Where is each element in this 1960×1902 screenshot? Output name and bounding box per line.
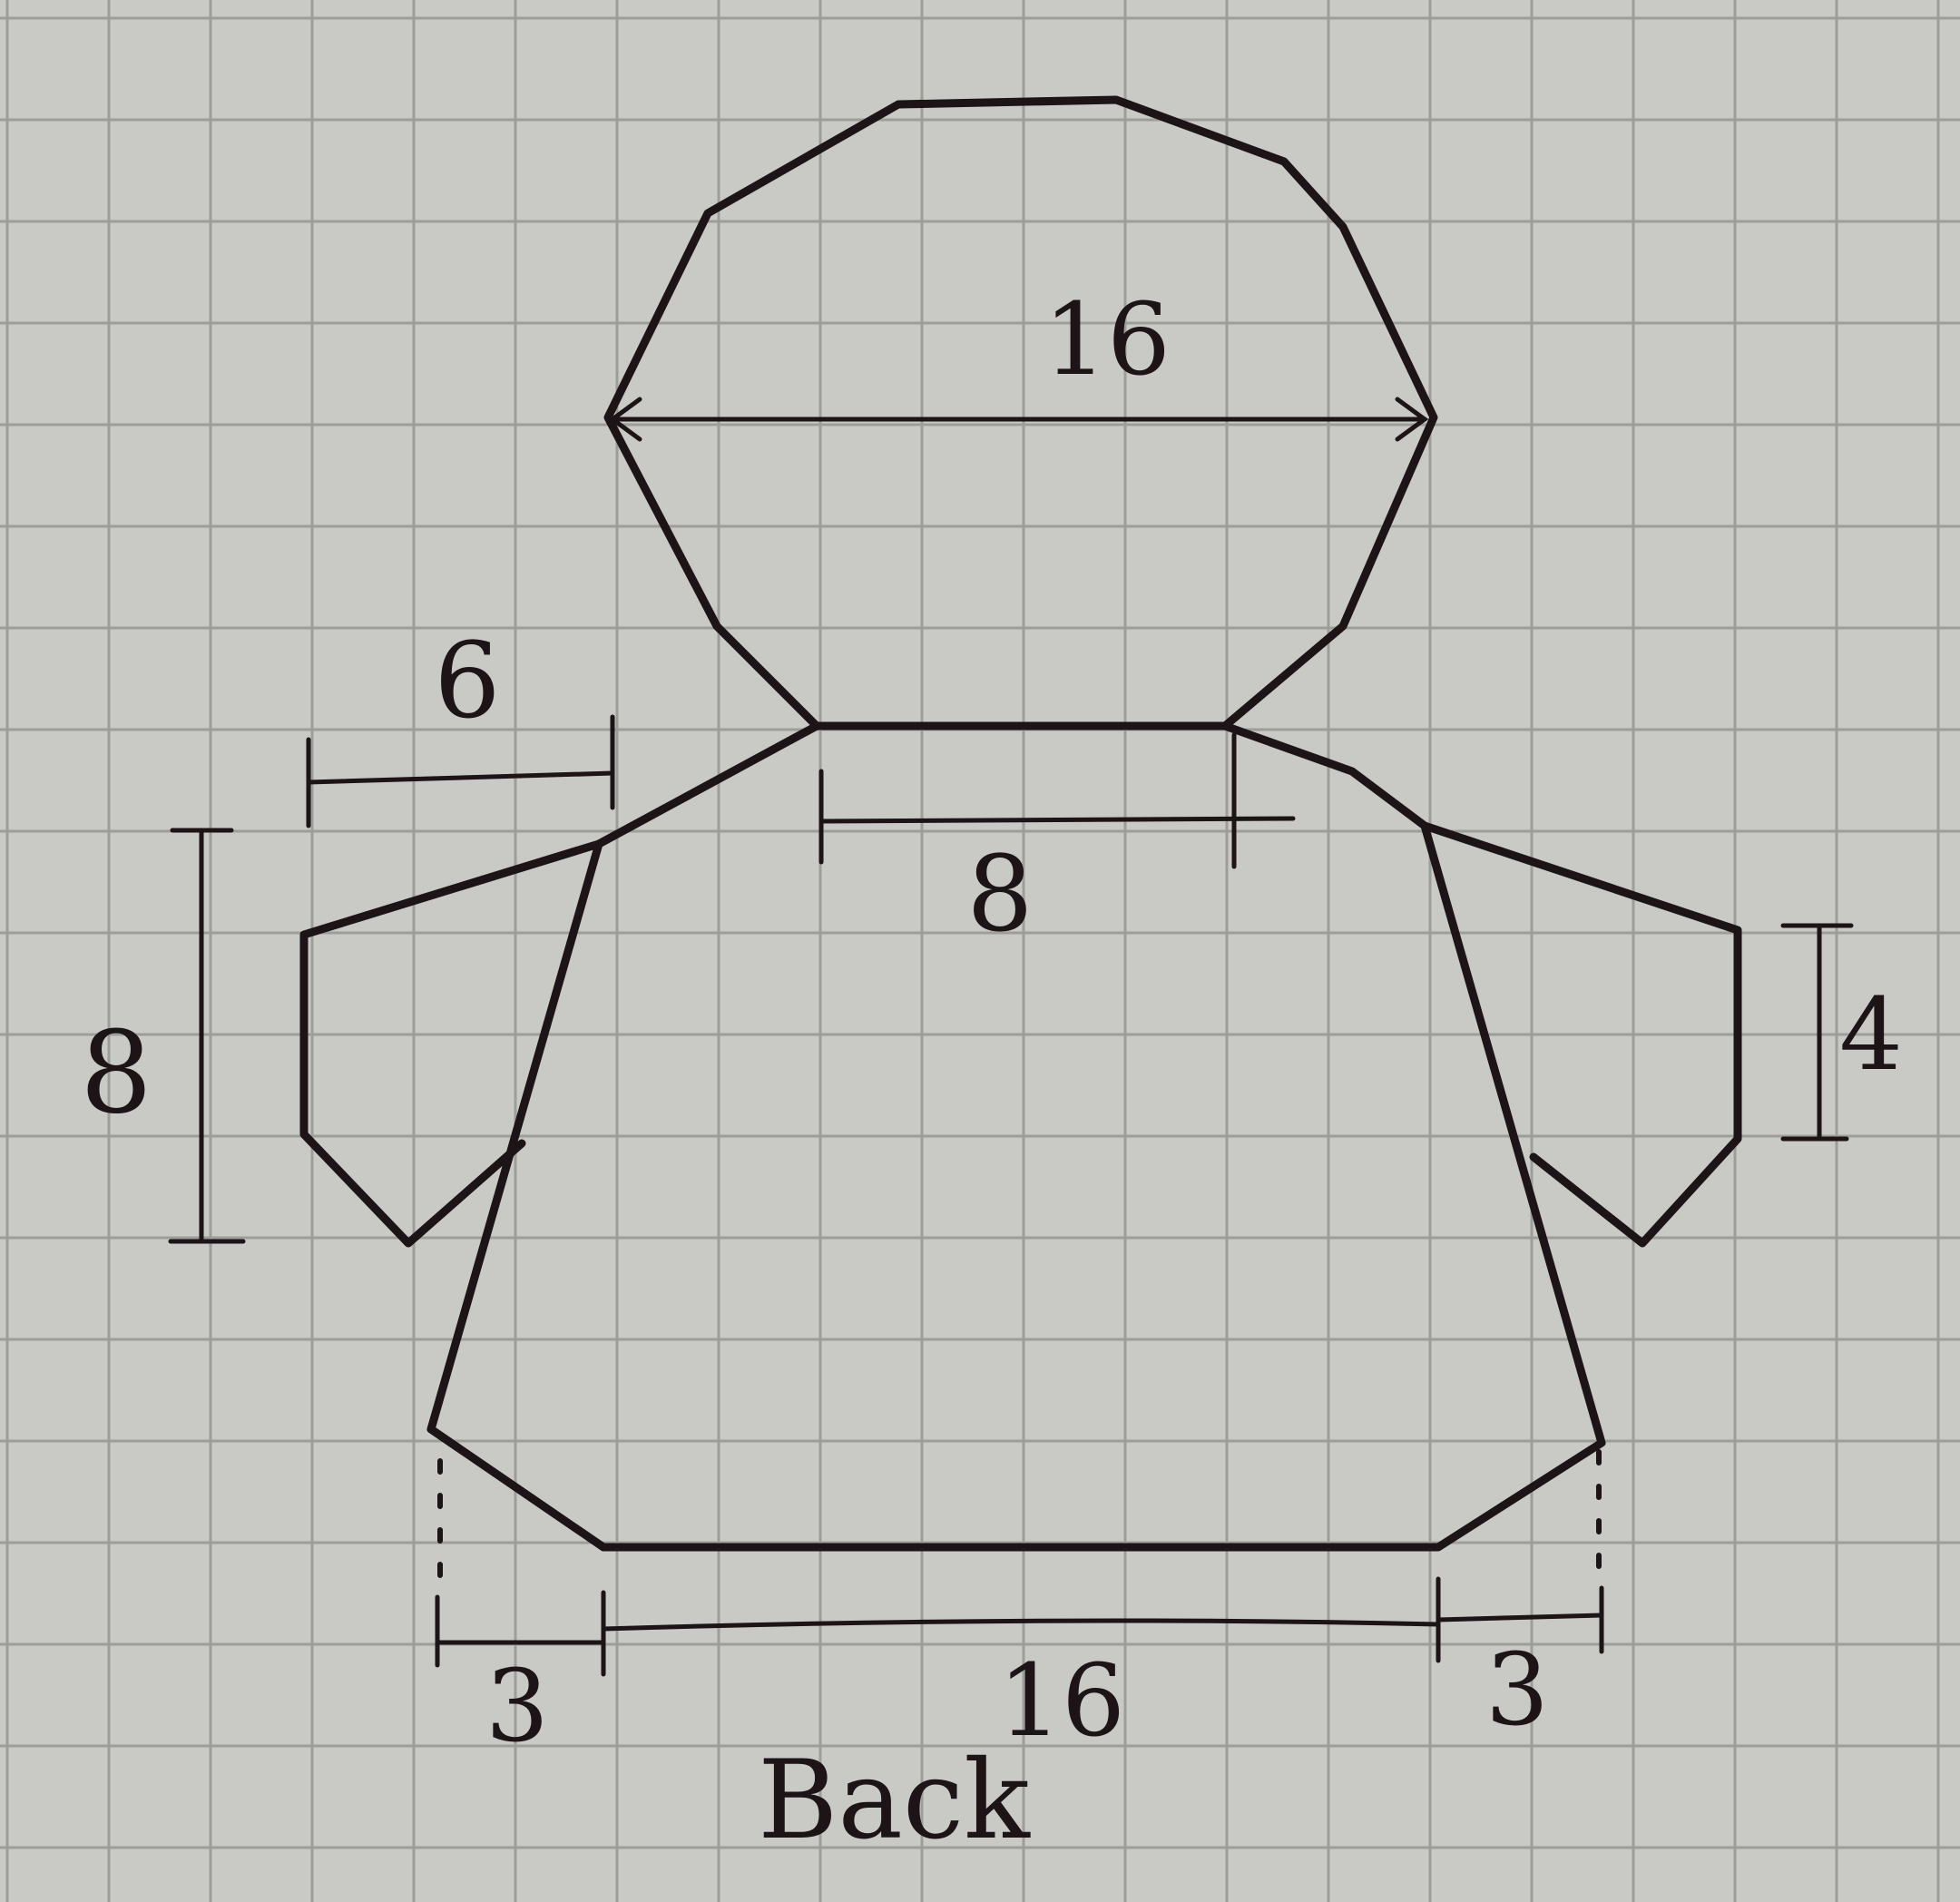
bottom-width-dimensions <box>435 1449 1604 1677</box>
left-arm-outline <box>299 839 603 1248</box>
left-arm-span-dimension <box>306 714 615 828</box>
neck-width-label: 8 <box>966 834 1033 956</box>
body-outline <box>426 721 1606 1552</box>
bottom-left-label: 3 <box>485 1648 549 1764</box>
left-arm-height-label: 8 <box>80 1007 152 1139</box>
neck-width-dimension <box>818 732 1296 869</box>
left-arm-span-label: 6 <box>434 621 500 742</box>
left-arm-height-dimension <box>168 828 246 1244</box>
right-arm-height-label: 4 <box>1839 976 1903 1093</box>
bottom-center-label: 16 <box>998 1642 1125 1759</box>
bottom-right-label: 3 <box>1485 1632 1549 1748</box>
head-width-label: 16 <box>1044 281 1171 397</box>
head-width-dimension <box>608 397 1429 442</box>
head-outline <box>603 95 1438 730</box>
right-arm-height-dimension <box>1780 923 1854 1142</box>
caption-label: Back <box>758 1738 1031 1864</box>
right-arm-outline <box>1420 821 1742 1248</box>
